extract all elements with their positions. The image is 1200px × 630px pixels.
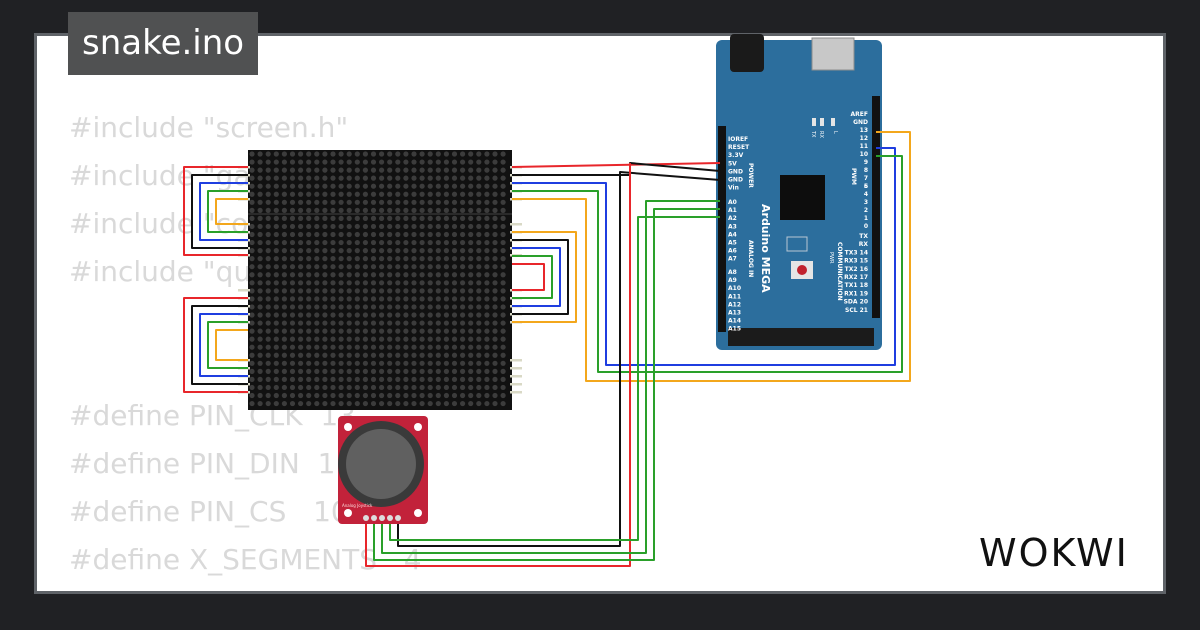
digital-pin-label: 13 [860,127,868,134]
digital-pin-label: 2 [864,207,868,214]
analog-pin-label: A1 [728,207,737,214]
code-line: #define PIN_DIN 11 [69,447,354,480]
digital-pin-label: 11 [860,143,868,150]
board-name-label: Arduino MEGA [759,204,772,293]
digital-pin-label: 9 [864,159,868,166]
led-label: TX [810,130,816,138]
wire-joy-gnd [397,171,721,547]
pwm-label: PWM [850,168,857,185]
comm-pin-label: TX3 14 [845,249,868,256]
digital-pin-label: AREF [851,111,868,118]
code-line: #define X_SEGMENTS 4 [69,543,422,576]
analog-pin-label: A13 [728,310,741,317]
comm-pin-label: TX2 16 [845,266,868,273]
comm-pin-label: RX [859,241,869,248]
led-label: RX [818,131,824,138]
power-pin-label: IOREF [728,136,748,143]
comm-pin-label: TX [859,233,868,240]
wire-joy-horz [381,200,720,554]
arduino-mega-board[interactable]: Arduino MEGA [716,34,882,350]
analog-pin-label: A10 [728,285,741,292]
digital-pin-label: 3 [864,199,868,206]
digital-pin-label: 5 [864,183,868,190]
analog-pin-label: A3 [728,223,737,230]
power-pin-label: 3.3V [728,152,744,159]
power-pin-label: GND [728,168,743,175]
wire-joy-vert [373,208,720,561]
analog-pin-label: A12 [728,301,741,308]
analog-pin-label: A11 [728,293,741,300]
power-pin-label: Vin [728,185,739,192]
power-header-label: POWER [747,163,754,188]
analog-pin-label: A5 [728,240,737,247]
digital-pin-label: 0 [864,223,868,230]
led-label: L [832,131,838,134]
digital-pin-label: 1 [864,215,868,222]
wire-cs [512,155,903,373]
power-pin-label: 5V [728,160,737,167]
digital-pin-label: 10 [860,151,868,158]
led-matrix-dots [249,151,506,407]
analog-pin-label: A0 [728,199,737,206]
analog-pin-label: A15 [728,326,741,333]
project-title: snake.ino [68,12,259,75]
digital-pin-label: 4 [864,191,868,198]
wire-clk [512,131,911,382]
comm-pin-label: SDA 20 [844,299,868,306]
analog-pin-label: A6 [728,248,737,255]
power-pin-label: GND [728,177,743,184]
wokwi-logo-text: WOKWI [979,531,1129,575]
wire-din [512,147,896,366]
digital-pin-label: 7 [864,175,868,182]
joystick-label: Analog Joystick [342,503,373,508]
analog-pin-label: A9 [728,277,737,284]
analog-pin-label: A7 [728,256,737,263]
code-line: #include "screen.h" [69,111,349,144]
analog-pin-label: A4 [728,231,737,238]
led-matrix-module[interactable] [248,150,512,410]
wokwi-logo: WOKWI [979,531,1129,575]
digital-pin-label: 6 [864,183,868,190]
digital-pin-label: 8 [864,167,868,174]
analog-joystick[interactable]: Analog Joystick [338,416,428,524]
comm-pin-label: RX1 19 [844,290,868,297]
analog-pin-label: A14 [728,318,741,325]
comm-pin-label: RX3 15 [844,258,868,265]
code-line: #define PIN_CS 10 [69,495,349,528]
power-pin-label: RESET [728,144,750,151]
wires [183,131,911,567]
analog-header-label: ANALOG IN [747,240,754,277]
comm-pin-label: SCL 21 [845,307,868,314]
wire-vcc [511,162,721,168]
comm-pin-label: RX2 17 [844,274,868,281]
analog-pin-label: A8 [728,269,737,276]
comm-label: COMMUNICATION [836,242,843,301]
wire-joy-sel [389,216,720,541]
analog-pin-label: A2 [728,215,737,222]
digital-pin-label: 12 [860,135,868,142]
wire-joy-vcc [365,163,631,567]
comm-pin-label: TX1 18 [845,282,868,289]
digital-pin-label: GND [853,119,868,126]
pwr-label: PWR [828,252,834,264]
